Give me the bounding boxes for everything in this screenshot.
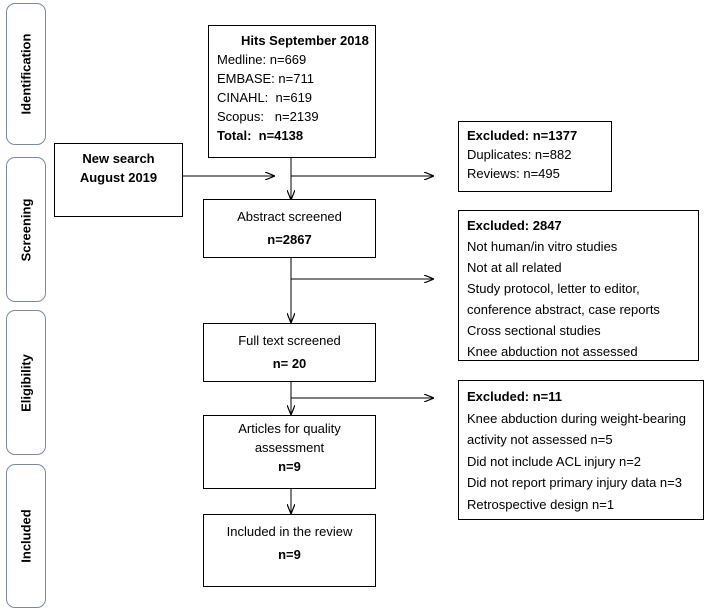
excluded1-title: Excluded: n=1377 bbox=[467, 128, 578, 143]
phase-screening: Screening bbox=[6, 157, 46, 302]
excluded2-item: Cross sectional studies bbox=[467, 323, 601, 338]
new-search-line1: New search bbox=[82, 151, 155, 166]
fulltext-screened-box: Full text screened n= 20 bbox=[203, 323, 376, 382]
excluded3-item: Did not include ACL injury n=2 bbox=[467, 453, 642, 469]
included-count: n=9 bbox=[278, 547, 301, 562]
abstract-screened-box: Abstract screened n=2867 bbox=[203, 199, 376, 258]
excluded2-item: Knee abduction not assessed bbox=[467, 344, 638, 359]
excluded2-title: Excluded: 2847 bbox=[467, 218, 562, 233]
excluded3-item: activity not assessed n=5 bbox=[467, 432, 613, 447]
phase-eligibility: Eligibility bbox=[6, 310, 46, 455]
excluded2-item: conference abstract, case reports bbox=[467, 302, 660, 317]
excluded3-item: Knee abduction during weight-bearing bbox=[467, 410, 686, 426]
abstract-count: n=2867 bbox=[267, 232, 312, 247]
excluded-eligibility-box: Excluded: n=11 Knee abduction during wei… bbox=[458, 380, 704, 520]
abstract-label: Abstract screened bbox=[237, 209, 342, 224]
quality-line2: assessment bbox=[254, 440, 325, 455]
new-search-line2: August 2019 bbox=[79, 170, 158, 185]
hits-cinahl: CINAHL: n=619 bbox=[217, 90, 313, 105]
phase-included: Included bbox=[6, 464, 46, 608]
hits-medline: Medline: n=669 bbox=[217, 52, 307, 67]
phase-identification: Identification bbox=[6, 3, 46, 145]
new-search-box: New search August 2019 bbox=[54, 143, 183, 217]
included-label: Included in the review bbox=[226, 524, 353, 539]
fulltext-label: Full text screened bbox=[238, 333, 341, 348]
hits-embase: EMBASE: n=711 bbox=[217, 71, 314, 86]
hits-scopus: Scopus: n=2139 bbox=[217, 109, 319, 124]
fulltext-count: n= 20 bbox=[272, 356, 307, 371]
excluded2-item: Not human/in vitro studies bbox=[467, 239, 618, 254]
excluded1-duplicates: Duplicates: n=882 bbox=[467, 147, 572, 162]
quality-line1: Articles for quality bbox=[238, 421, 341, 436]
excluded3-title: Excluded: n=11 bbox=[467, 389, 563, 404]
excluded3-item: Retrospective design n=1 bbox=[467, 496, 615, 512]
hits-total: Total: n=4138 bbox=[217, 128, 304, 143]
excluded2-item: Not at all related bbox=[467, 260, 562, 275]
excluded3-item: Did not report primary injury data n=3 bbox=[467, 475, 682, 490]
hits-box: Hits September 2018 Medline: n=669 EMBAS… bbox=[208, 25, 376, 158]
excluded2-item: Study protocol, letter to editor, bbox=[467, 281, 640, 296]
quality-assessment-box: Articles for quality assessment n=9 bbox=[203, 415, 376, 489]
quality-count: n=9 bbox=[278, 459, 301, 474]
hits-title: Hits September 2018 bbox=[241, 33, 369, 48]
included-review-box: Included in the review n=9 bbox=[203, 514, 376, 587]
excluded-duplicates-box: Excluded: n=1377 Duplicates: n=882 Revie… bbox=[458, 121, 612, 192]
excluded1-reviews: Reviews: n=495 bbox=[467, 166, 560, 181]
excluded-screening-box: Excluded: 2847 Not human/in vitro studie… bbox=[458, 210, 699, 361]
